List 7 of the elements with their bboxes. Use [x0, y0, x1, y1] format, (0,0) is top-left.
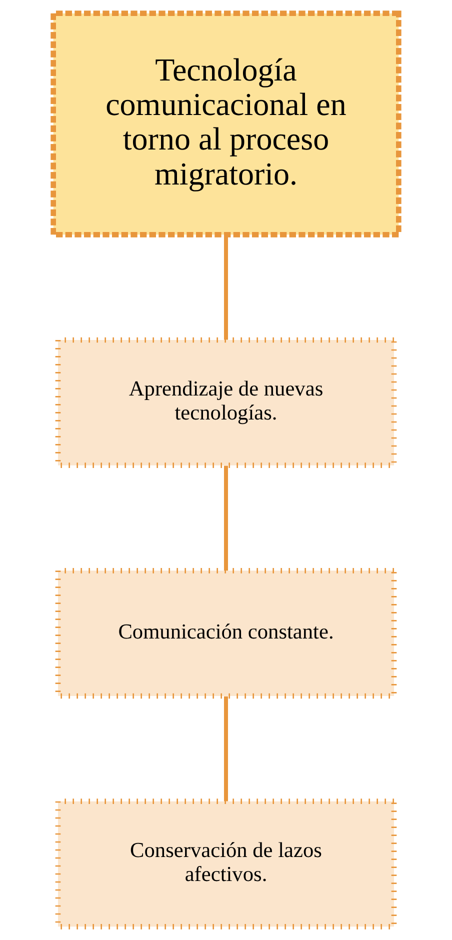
- connector: [224, 696, 228, 802]
- node-box: Conservación de lazos afectivos.: [55, 798, 397, 930]
- connector: [224, 234, 228, 340]
- connector: [224, 466, 228, 571]
- node-box: Aprendizaje de nuevas tecnologías.: [55, 337, 397, 468]
- node-box: Tecnología comunicacional en torno al proceso migratorio.: [50, 10, 402, 238]
- node-box: Comunicación constante.: [55, 568, 397, 699]
